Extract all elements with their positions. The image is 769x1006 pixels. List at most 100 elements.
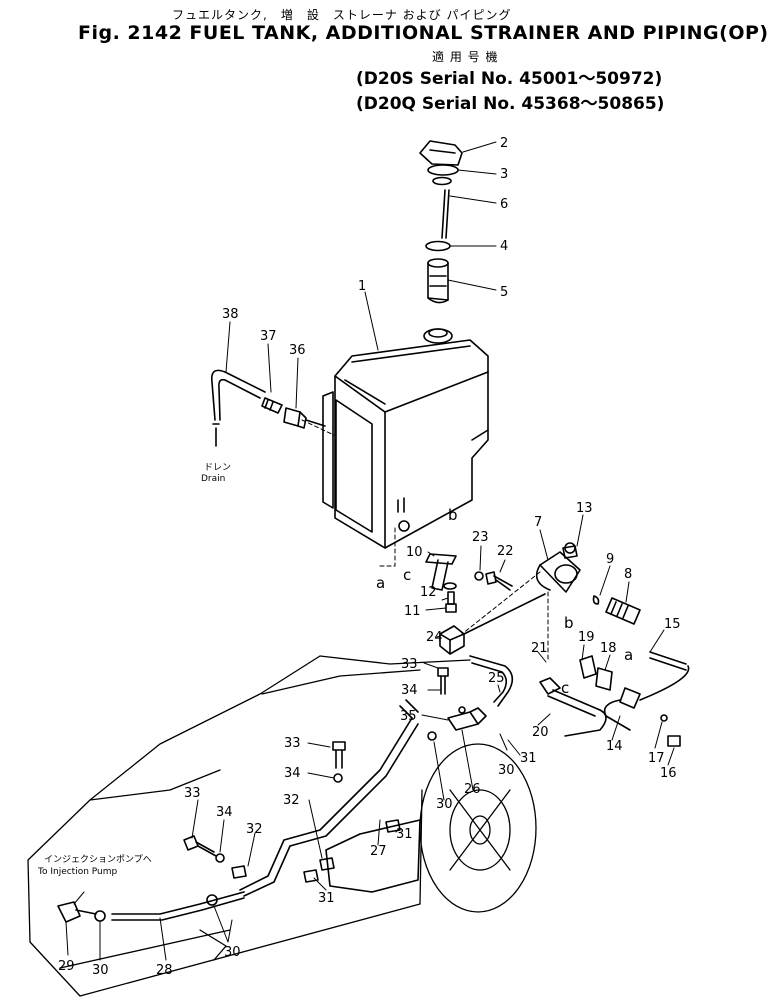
drain-caption-jp: ドレン bbox=[204, 463, 231, 473]
leader-lines bbox=[65, 141, 675, 961]
callout-8: 8 bbox=[624, 567, 632, 582]
callout-35: 35 bbox=[400, 709, 417, 724]
callout-24: 24 bbox=[426, 630, 443, 645]
figure-title: Fig. 2142 FUEL TANK, ADDITIONAL STRAINER… bbox=[78, 22, 769, 44]
engine-outline bbox=[27, 655, 537, 997]
clamp-31 bbox=[385, 819, 401, 833]
washer-34 bbox=[333, 773, 343, 783]
callout-37: 37 bbox=[260, 329, 277, 344]
callout-25: 25 bbox=[488, 671, 505, 686]
callout-30-right: 30 bbox=[498, 763, 515, 778]
callout-14: 14 bbox=[606, 739, 623, 754]
bracket bbox=[425, 553, 457, 613]
callout-10: 10 bbox=[406, 545, 423, 560]
clamp-32 bbox=[319, 857, 335, 871]
callout-28: 28 bbox=[156, 963, 173, 978]
injection-caption-jp: インジェクションポンプへ bbox=[44, 854, 152, 865]
tee-fitting bbox=[427, 706, 487, 741]
callout-7: 7 bbox=[534, 515, 542, 530]
drain-plug bbox=[261, 397, 283, 414]
serial-range-d20q: (D20Q Serial No. 45368～50865) bbox=[356, 94, 665, 114]
bolt-and-washer bbox=[474, 571, 513, 591]
ref-b-upper: b bbox=[448, 506, 458, 524]
callout-18: 18 bbox=[600, 641, 617, 656]
callout-15: 15 bbox=[664, 617, 681, 632]
fuel-pipe-25 bbox=[469, 655, 514, 707]
callout-27: 27 bbox=[370, 844, 387, 859]
cap-gasket bbox=[432, 176, 452, 186]
callout-33-top: 33 bbox=[401, 657, 418, 672]
nut bbox=[562, 545, 578, 559]
callout-30-left: 30 bbox=[92, 963, 109, 978]
callout-31-right: 31 bbox=[520, 751, 537, 766]
callout-32-left: 32 bbox=[246, 822, 263, 837]
injection-fitting bbox=[57, 901, 97, 923]
callout-9: 9 bbox=[606, 552, 614, 567]
ref-c-upper: c bbox=[403, 566, 411, 584]
ref-a-lower: a bbox=[376, 574, 385, 592]
japanese-title: フュエルタンク, 増 設 ストレーナ および パイピング bbox=[172, 8, 512, 22]
joint-block bbox=[439, 593, 546, 655]
callout-17: 17 bbox=[648, 751, 665, 766]
callout-34-mid: 34 bbox=[284, 766, 301, 781]
callout-21: 21 bbox=[531, 641, 548, 656]
drain-hose bbox=[210, 369, 266, 447]
callout-36: 36 bbox=[289, 343, 306, 358]
fuel-pipe-28 bbox=[111, 699, 419, 921]
callout-19: 19 bbox=[578, 630, 595, 645]
callout-11: 11 bbox=[404, 604, 421, 619]
callout-22: 22 bbox=[497, 544, 514, 559]
callout-31-left: 31 bbox=[318, 891, 335, 906]
callout-6: 6 bbox=[500, 197, 508, 212]
callout-3: 3 bbox=[500, 167, 508, 182]
bolt-33c bbox=[183, 835, 217, 857]
callout-4: 4 bbox=[500, 239, 508, 254]
drain-caption: Drain bbox=[201, 474, 225, 484]
strainer-bracket bbox=[325, 819, 421, 893]
callout-38: 38 bbox=[222, 307, 239, 322]
strainer-rod bbox=[441, 189, 450, 239]
reference-lines bbox=[301, 419, 549, 663]
serial-range-d20s: (D20S Serial No. 45001～50972) bbox=[356, 69, 663, 89]
parts-diagram-page: { "header": { "japanese_title": "フュエルタンク… bbox=[27, 8, 769, 997]
clamp-31b bbox=[303, 869, 319, 883]
elbow-fittings bbox=[539, 651, 690, 747]
callout-33-mid: 33 bbox=[284, 736, 301, 751]
callout-2: 2 bbox=[500, 136, 508, 151]
fuel-tank bbox=[322, 328, 489, 549]
bolt-33 bbox=[437, 667, 449, 695]
callout-30-mid: 30 bbox=[436, 797, 453, 812]
callout-34-top: 34 bbox=[401, 683, 418, 698]
callout-29: 29 bbox=[58, 959, 75, 974]
filler-cap bbox=[419, 140, 463, 176]
strainer-bolt bbox=[605, 597, 641, 625]
callout-31-mid: 31 bbox=[396, 827, 413, 842]
filler-strainer bbox=[427, 258, 449, 304]
injection-caption: To Injection Pump bbox=[37, 867, 118, 877]
applicable-models-label: 適 用 号 機 bbox=[432, 50, 499, 64]
o-ring-small bbox=[592, 595, 600, 605]
callout-16: 16 bbox=[660, 766, 677, 781]
callout-20: 20 bbox=[532, 725, 549, 740]
exploded-view-drawing: ドレン Drain インジェクションポンプへ To Injection Pump… bbox=[27, 136, 690, 997]
additional-strainer bbox=[535, 542, 581, 593]
callout-30-bottom: 30 bbox=[224, 945, 241, 960]
callout-33-left: 33 bbox=[184, 786, 201, 801]
callout-34-left: 34 bbox=[216, 805, 233, 820]
gasket-30b bbox=[206, 894, 218, 906]
callout-1: 1 bbox=[358, 279, 366, 294]
drain-valve bbox=[283, 407, 326, 429]
ref-c-lower: c bbox=[561, 679, 569, 697]
callout-13: 13 bbox=[576, 501, 593, 516]
callout-32-mid: 32 bbox=[283, 793, 300, 808]
clamp-32b bbox=[231, 865, 247, 879]
bolt-33b bbox=[332, 741, 346, 769]
callout-26: 26 bbox=[464, 782, 481, 797]
callout-12: 12 bbox=[420, 585, 437, 600]
ref-a-upper: a bbox=[624, 646, 633, 664]
callout-5: 5 bbox=[500, 285, 508, 300]
callout-23: 23 bbox=[472, 530, 489, 545]
o-ring bbox=[425, 240, 451, 252]
washer-34b bbox=[215, 853, 225, 863]
gasket-30 bbox=[94, 910, 106, 922]
